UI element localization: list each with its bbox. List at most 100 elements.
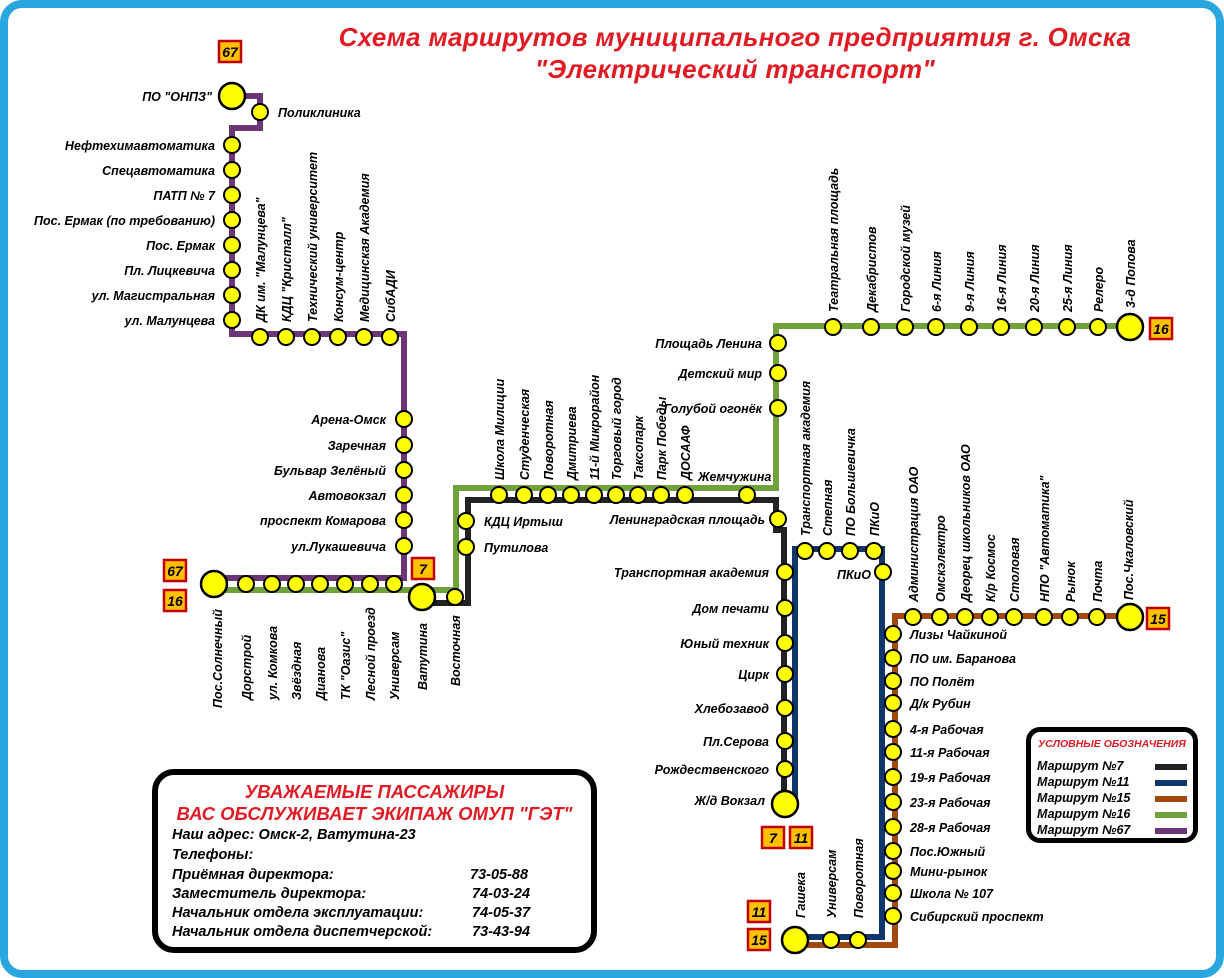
label-r11t-3: ПКиО [868,502,882,536]
label-r7s-2: Юный техник [680,637,769,651]
stop-r15e-5 [1035,608,1053,626]
label-r67v-2: Технический университет [306,152,320,322]
stop-kdc-irtysh [457,512,475,530]
stop-r16e-4 [960,318,978,336]
stop-r7s-4 [776,699,794,717]
stop-r67v-2 [303,328,321,346]
stop-r15e-2 [956,608,974,626]
phone-label-operations: Начальник отдела эксплуатации: [172,905,424,921]
label-popova: 3-д Попова [1124,239,1138,308]
stop-r15e-0 [904,608,922,626]
badge-16-right-box [1148,316,1174,341]
label-r16v-2: Голубой огонёк [664,402,763,416]
label-gashek: Гашека [794,872,808,918]
label-center-0: Школа Милиции [493,378,507,480]
label-vostochnaya: Восточная [449,615,463,686]
label-r11t-2: ПО Большевичка [844,428,858,536]
stop-zhemchuzhina [738,486,756,504]
label-r15e-4: Столовая [1008,537,1022,602]
badge-15-right-box [1145,606,1171,631]
label-r7s-4: Хлебозавод [694,702,770,716]
stop-center-7 [652,486,670,504]
phone-value-operations: 74-05-37 [472,905,531,921]
stop-r15s-10 [884,862,902,880]
label-r67e-1: Заречная [328,439,387,453]
label-center-8: ДОСААФ [679,425,693,481]
stop-r16e-6 [1025,318,1043,336]
legend-label-route67: Маршрут №67 [1037,823,1131,837]
stop-r16e-2 [896,318,914,336]
stop-r7s-3 [776,665,794,683]
label-r67v-3: Консум-центр [332,231,346,322]
stop-gashek-universam [822,931,840,949]
stop-west-4 [311,575,329,593]
label-leningrad: Ленинградская площадь [609,513,765,527]
stop-r67n-6 [223,286,241,304]
stop-r15s-12 [884,907,902,925]
stop-r15e-3 [981,608,999,626]
label-r16e-6: 20-я Линия [1028,244,1042,313]
badge-11-gashek: 11 [752,904,767,920]
stop-r15e-7 [1088,608,1106,626]
label-west-0: Пос.Солнечный [211,609,225,708]
stop-r67e-1 [395,436,413,454]
legend-title: УСЛОВНЫЕ ОБОЗНАЧЕНИЯ [1038,738,1186,750]
stop-r15s-4 [884,720,902,738]
stop-r67e-5 [395,537,413,555]
label-r67n-4: Пос. Ермак [146,239,216,253]
badge-15-gashek: 15 [751,932,767,948]
legend-label-route7: Маршрут №7 [1037,759,1124,773]
label-r67v-0: ДК им. "Малунцева" [254,196,268,323]
label-r15s-5: 11-я Рабочая [910,746,990,760]
label-r15s-6: 19-я Рабочая [910,771,991,785]
stop-chkalovsky [1115,602,1145,632]
stop-center-4 [585,486,603,504]
badge-15-gashek-box [746,927,772,952]
label-center-6: Таксопарк [632,415,646,480]
label-r15s-7: 23-я Рабочая [909,796,991,810]
label-west-7: Универсам [388,632,402,700]
stop-r15s-8 [884,818,902,836]
stop-r67n-5 [223,261,241,279]
badge-67-top: 67 [222,44,239,60]
badge-7-vatutina: 7 [419,561,428,577]
label-west-5: ТК "Оазис" [339,631,353,700]
label-r16v-0: Площадь Ленина [655,337,762,351]
label-r7s-5: Пл.Серова [703,735,769,749]
label-onpz: ПО "ОНПЗ" [142,90,213,104]
legend-label-route16: Маршрут №16 [1037,807,1131,821]
stop-center-5 [607,486,625,504]
stop-west-0 [199,569,229,599]
label-r16e-4: 9-я Линия [963,251,977,312]
label-r15s-9: Пос.Южный [910,845,986,859]
stop-r15e-1 [931,608,949,626]
label-r67n-7: ул. Малунцева [124,314,215,328]
stop-r11t-1 [818,542,836,560]
stop-r15s-7 [884,793,902,811]
label-r15e-0: Администрация ОАО [907,466,921,603]
stop-r15s-5 [884,743,902,761]
map-title-line2: "Электрический транспорт" [534,54,936,84]
legend-label-route15: Маршрут №15 [1037,791,1131,805]
label-r15e-2: Деорец школьников ОАО [959,444,973,603]
info-phones-label: Телефоны: [172,847,254,863]
label-center-5: Торговый город [610,377,624,480]
phone-label-director: Приёмная директора: [172,867,334,883]
phone-label-deputy: Заместитель директора: [172,886,367,902]
stop-r67v-0 [251,328,269,346]
stop-r67e-2 [395,461,413,479]
stop-center-0 [490,486,508,504]
label-center-3: Дмитриева [565,406,579,481]
label-center-7: Парк Победы [655,396,669,480]
badge-11-bottom-box [788,825,814,850]
label-r67e-3: Автовокзал [308,489,387,503]
label-r67e-0: Арена-Омск [310,413,386,427]
label-kdc-irtysh: КДЦ Иртыш [484,515,563,529]
stop-r7s-5 [776,732,794,750]
stop-r15s-2 [884,672,902,690]
stop-r16v-2 [769,399,787,417]
label-r15e-3: К/р Космос [984,534,998,602]
label-r16e-1: Декабристов [865,226,879,313]
stop-r11t-2 [841,542,859,560]
